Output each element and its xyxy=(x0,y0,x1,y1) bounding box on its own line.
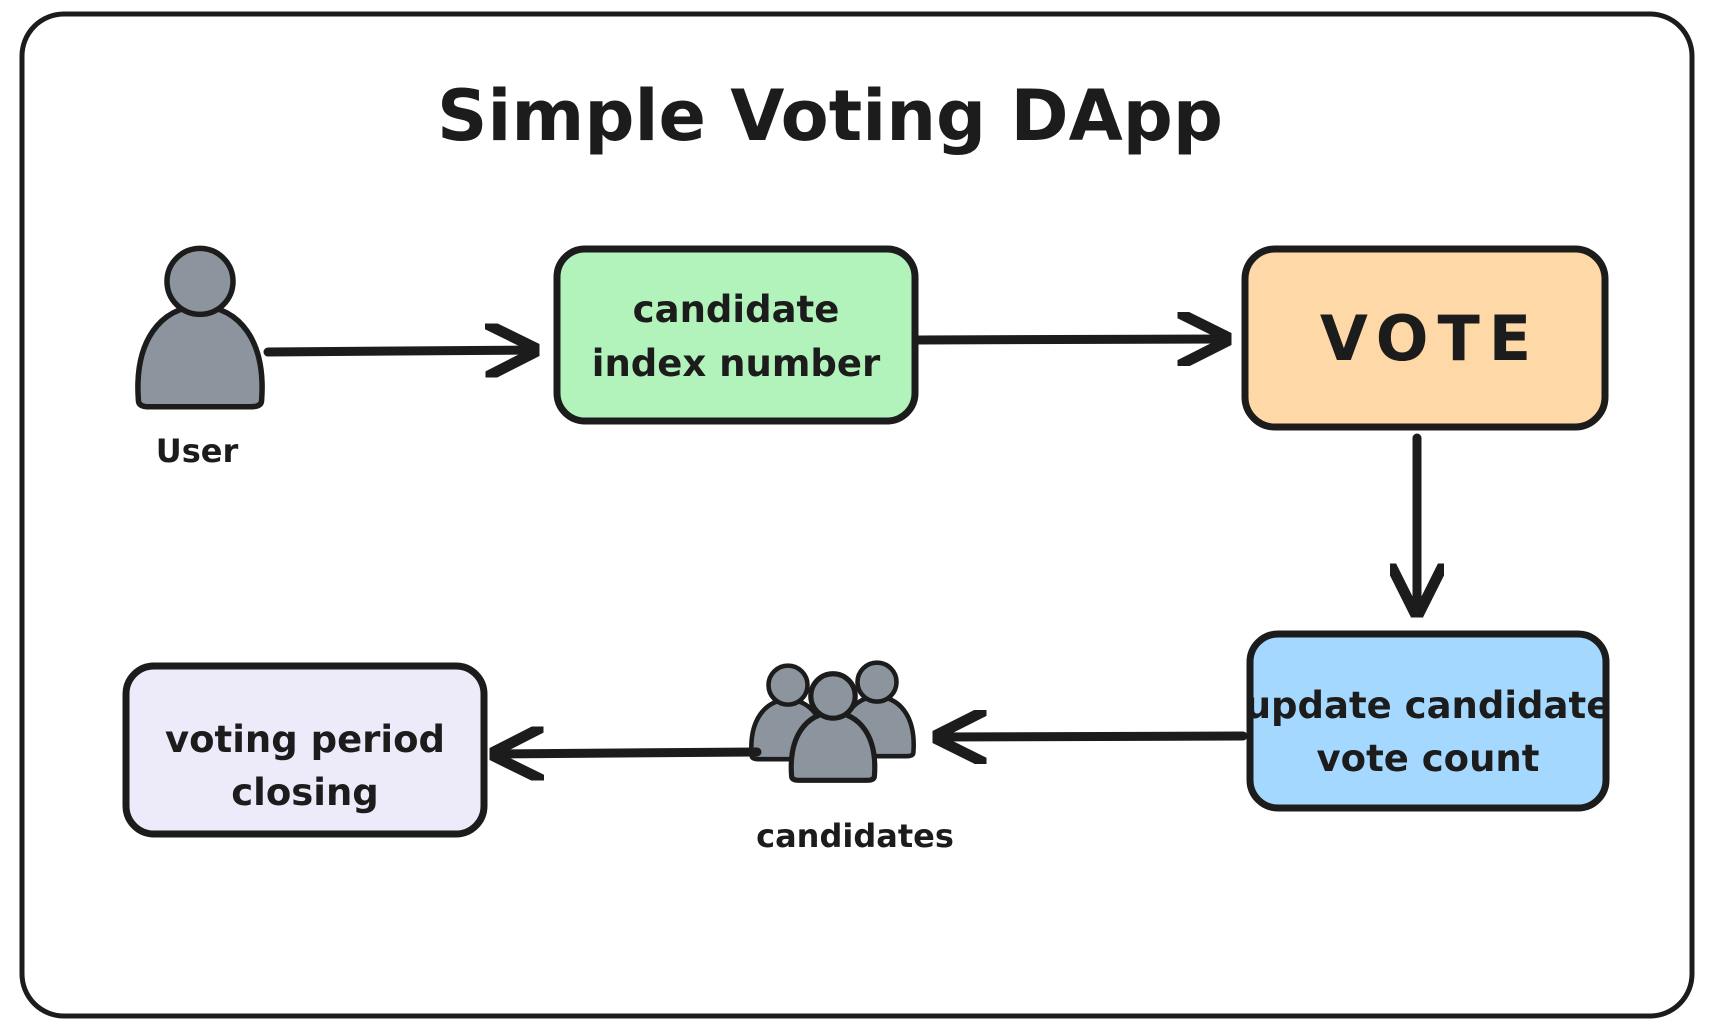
arrow-candidate-index-to-vote xyxy=(913,339,1226,340)
voting-period-line1: voting period xyxy=(165,718,445,761)
node-candidate-index: candidate index number xyxy=(553,245,919,425)
arrow-user-to-candidate-index xyxy=(263,350,534,352)
node-update-count: update candidate vote count xyxy=(1245,630,1612,812)
voting-period-box xyxy=(122,662,488,838)
candidate-index-box xyxy=(553,245,919,425)
user-node: User xyxy=(138,248,262,470)
arrow-update-count-to-candidates xyxy=(938,736,1248,737)
candidates-node: candidates xyxy=(751,663,954,855)
voting-period-line2: closing xyxy=(231,771,379,814)
vote-box xyxy=(1241,245,1609,431)
update-count-line1: update candidate xyxy=(1245,684,1612,727)
update-count-line2: vote count xyxy=(1317,737,1540,780)
vote-label: VOTE xyxy=(1320,302,1540,375)
node-voting-period: voting period closing xyxy=(122,662,488,838)
candidates-label: candidates xyxy=(756,817,954,855)
diagram-title: Simple Voting DApp xyxy=(437,75,1223,157)
candidate-index-line2: index number xyxy=(592,342,881,385)
diagram-frame xyxy=(19,11,1695,1019)
scene: Simple Voting DApp User candidate index … xyxy=(19,11,1695,1019)
arrow-candidates-to-voting-period xyxy=(495,752,762,754)
node-vote: VOTE xyxy=(1241,245,1609,431)
candidate-index-line1: candidate xyxy=(633,288,840,331)
user-label: User xyxy=(156,432,239,470)
update-count-box xyxy=(1246,630,1610,812)
